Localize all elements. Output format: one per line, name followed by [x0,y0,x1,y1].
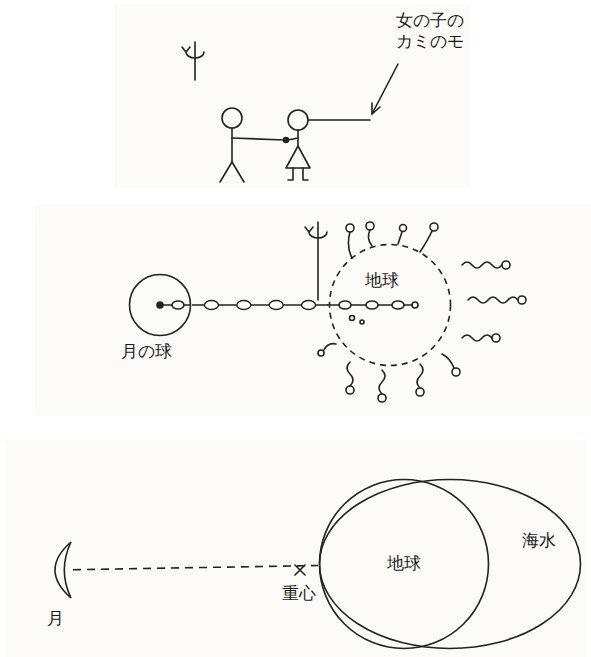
node-label: 地球 [387,553,421,574]
molecule-bead [302,301,316,310]
paper-panel [35,205,591,415]
dashed-line [73,565,318,569]
dashed-line [73,565,318,569]
earth-circle: 地球 [328,243,452,367]
inner-chain [328,301,418,324]
outline [130,275,191,336]
node-outline [318,478,582,650]
outline [330,245,451,366]
rotation-symbol [305,222,327,300]
node-label: 海水 [522,530,556,551]
girl-hair [308,119,370,121]
molecule-bead [237,301,251,310]
bead-chain [192,301,328,310]
node-outline [328,243,452,367]
barycentre-label: 重心 [282,583,326,604]
node-label: 地球 [365,270,399,291]
node-outline [45,540,73,600]
outline [55,542,71,598]
node-label: 月 [47,608,64,629]
molecule-bead [204,301,218,310]
moon-chain [157,301,190,309]
earth-circle: 地球 [318,478,490,650]
rotation-symbol [182,42,204,80]
girl-figure [286,110,370,180]
outline [320,480,581,649]
moon-crescent: 月 [45,540,73,600]
paper-panel [5,440,586,657]
note-label: 女の子の カミのモ [396,10,470,53]
leader-arrow [372,64,398,114]
paper-panel [115,5,470,187]
seawater-ellipse: 海水地球 [318,478,582,650]
outline [320,480,489,649]
molecule-bead [269,301,283,310]
node-label: 月の球 [121,341,172,362]
boy-figure [220,108,289,182]
water-molecules [318,222,526,402]
node-outline [128,273,192,337]
moon-circle: 月の球 [128,273,192,337]
